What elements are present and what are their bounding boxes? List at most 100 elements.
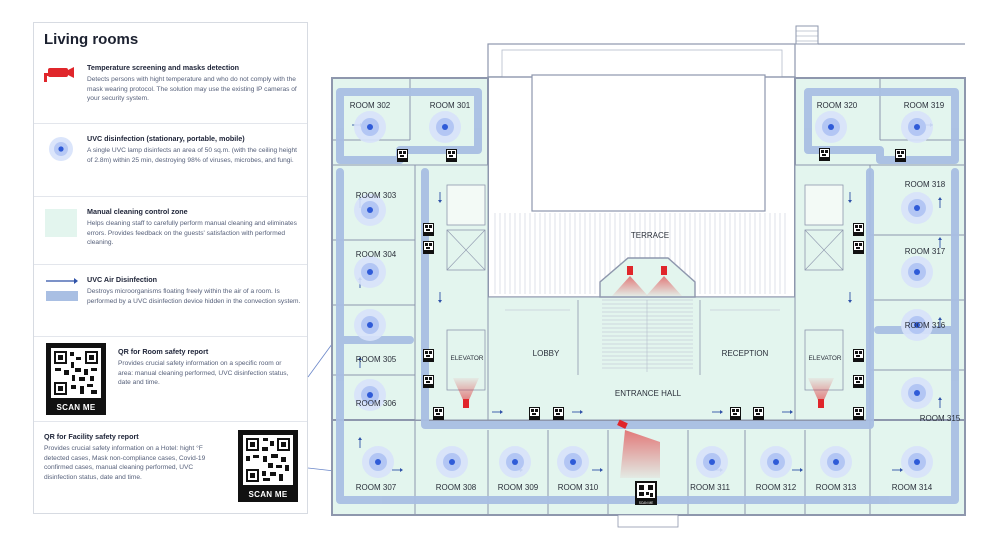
legend-item-desc: Destroys microorganisms floating freely …: [87, 288, 301, 305]
front-door: [617, 514, 679, 528]
qr-code-icon[interactable]: [446, 149, 457, 162]
terrace-label: TERRACE: [631, 231, 669, 240]
scan-me-label: SCAN ME: [639, 501, 654, 505]
camera-icon: [617, 419, 660, 478]
entrance-stairs: [602, 299, 693, 372]
airflow-arrow: [938, 197, 942, 208]
airflow-arrow: [938, 397, 942, 408]
room-qr-code[interactable]: SCAN ME: [46, 343, 106, 415]
room-label: ROOM 304: [356, 250, 397, 259]
uvc-lamp-icon: [49, 137, 73, 161]
legend-item-title: UVC disinfection (stationary, portable, …: [87, 134, 245, 143]
qr-code-icon[interactable]: [433, 407, 444, 420]
legend-item-air-disinfection: UVC Air Disinfection Destroys microorgan…: [34, 264, 307, 337]
qr-code-icon[interactable]: [423, 349, 434, 362]
qr-code-icon[interactable]: [895, 149, 906, 162]
qr-code-icon[interactable]: [853, 407, 864, 420]
uvc-lamp-icon: [436, 446, 468, 478]
airflow-arrow: [848, 292, 852, 303]
elevator-label: ELEVATOR: [450, 355, 483, 362]
uvc-lamp-icon: [901, 111, 933, 143]
legend-item-title: QR for Room safety report: [118, 347, 209, 356]
legend-item-title: QR for Facility safety report: [44, 432, 139, 441]
uvc-lamp-icon: [901, 377, 933, 409]
legend-item-uvc: UVC disinfection (stationary, portable, …: [34, 123, 307, 196]
qr-code-icon[interactable]: [819, 148, 830, 161]
legend-item-desc: Provides crucial safety information on a…: [44, 445, 206, 481]
airflow-arrow: [592, 468, 603, 472]
camera-icon: [44, 67, 74, 82]
legend-item-temperature: Temperature screening and masks detectio…: [34, 53, 307, 121]
airflow-arrow: [492, 410, 503, 414]
airflow-arrow: [392, 468, 403, 472]
legend-item-manual-cleaning: Manual cleaning control zone Helps clean…: [34, 196, 307, 264]
uvc-lamps: [354, 111, 933, 478]
legend-item-desc: Provides crucial safety information on a…: [118, 360, 289, 387]
legend-item-title: Temperature screening and masks detectio…: [87, 63, 240, 72]
room-label: ROOM 302: [350, 101, 391, 110]
legend-item-desc: Helps cleaning staff to carefully perfor…: [87, 220, 297, 247]
room-label: ROOM 316: [905, 321, 946, 330]
room-label: ROOM 312: [756, 483, 797, 492]
uvc-lamp-icon: [354, 309, 386, 341]
uvc-lamp-icon: [820, 446, 852, 478]
legend-item-facility-qr: QR for Facility safety report Provides c…: [34, 421, 307, 514]
stairwell-left: [446, 184, 486, 226]
legend-item-title: Manual cleaning control zone: [87, 207, 188, 216]
room-qr-leader-line: [307, 339, 336, 378]
qr-code-icon[interactable]: [853, 241, 864, 254]
room-qr-markers: [397, 148, 906, 420]
legend-item-desc: A single UVC lamp disinfects an area of …: [87, 147, 298, 164]
qr-code-icon[interactable]: [397, 149, 408, 162]
entrance-qr-code[interactable]: SCAN ME: [635, 481, 657, 505]
qr-code-icon[interactable]: [853, 375, 864, 388]
qr-code-icon[interactable]: [853, 223, 864, 236]
uvc-lamp-icon: [760, 446, 792, 478]
qr-code-icon[interactable]: [853, 349, 864, 362]
elevator-label: ELEVATOR: [808, 355, 841, 362]
camera-icon: [612, 266, 648, 296]
airflow-arrow: [438, 192, 442, 203]
airflow-arrow: [892, 468, 903, 472]
uvc-lamp-icon: [901, 309, 933, 341]
reception-label: RECEPTION: [722, 349, 769, 358]
room-label: ROOM 305: [356, 355, 397, 364]
uvc-lamp-icon: [354, 379, 386, 411]
qr-code-icon[interactable]: [730, 407, 741, 420]
qr-code-icon[interactable]: [423, 241, 434, 254]
entrance-hall-label: ENTRANCE HALL: [615, 389, 682, 398]
qr-code-icon[interactable]: [553, 407, 564, 420]
room-label: ROOM 315: [920, 414, 961, 423]
room-label: ROOM 306: [356, 399, 397, 408]
room-label: ROOM 317: [905, 247, 946, 256]
uvc-lamp-icon: [901, 192, 933, 224]
airflow-arrow: [572, 410, 583, 414]
camera-icon: [646, 266, 682, 296]
airflow-arrow: [358, 437, 362, 448]
airflow-arrow: [792, 468, 803, 472]
legend-item-room-qr: SCAN ME QR for Room safety report Provid…: [34, 336, 307, 421]
room-label: ROOM 309: [498, 483, 539, 492]
airflow-arrow: [712, 410, 723, 414]
room-labels: ROOM 302 ROOM 301 ROOM 303 ROOM 304 ROOM…: [350, 101, 961, 492]
temperature-cameras: [453, 266, 834, 478]
qr-code-icon: [51, 348, 101, 398]
qr-code-icon[interactable]: [423, 223, 434, 236]
qr-code-icon[interactable]: [529, 407, 540, 420]
room-label: ROOM 308: [436, 483, 477, 492]
uvc-lamp-icon: [499, 446, 531, 478]
qr-code-icon[interactable]: [753, 407, 764, 420]
uvc-lamp-icon: [557, 446, 589, 478]
legend-item-title: UVC Air Disinfection: [87, 275, 158, 284]
airflow-arrow: [938, 317, 942, 328]
room-label: ROOM 319: [904, 101, 945, 110]
airflow-arrow: [438, 292, 442, 303]
room-label: ROOM 313: [816, 483, 857, 492]
scan-me-label: SCAN ME: [56, 403, 96, 412]
legend-panel: Living rooms Temperature screening and m…: [33, 22, 308, 514]
qr-code-icon[interactable]: [423, 375, 434, 388]
air-flow-icon: [46, 278, 78, 301]
facility-qr-code[interactable]: SCAN ME: [238, 430, 298, 502]
room-label: ROOM 320: [817, 101, 858, 110]
